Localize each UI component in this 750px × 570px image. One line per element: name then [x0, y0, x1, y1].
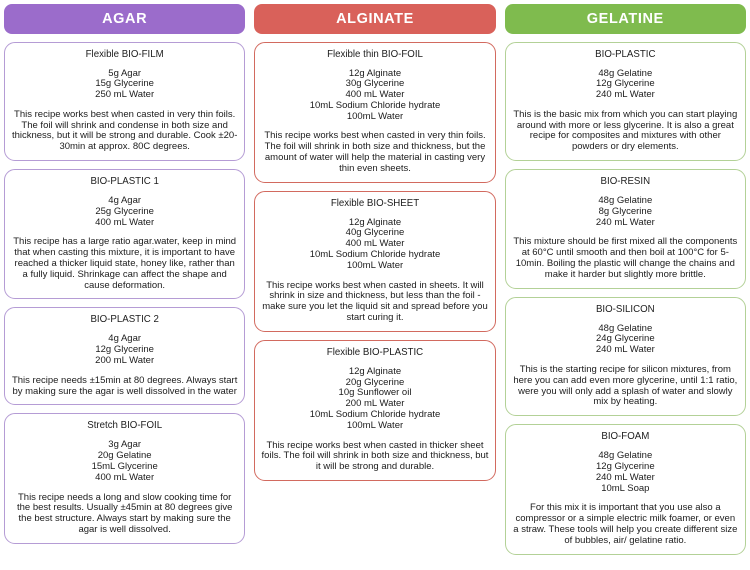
ingredient-line: 24g Glycerine: [596, 333, 655, 345]
recipe-description: For this mix it is important that you us…: [513, 502, 738, 546]
ingredient-line: 10mL Soap: [601, 482, 650, 494]
ingredient-line: 15g Glycerine: [95, 78, 154, 90]
column-title: GELATINE: [586, 11, 664, 27]
ingredient-line: 15mL Glycerine: [91, 461, 158, 473]
ingredient-line: 240 mL Water: [595, 89, 655, 101]
ingredient-line: 20g Glycerine: [345, 376, 405, 388]
column-title: ALGINATE: [336, 11, 414, 27]
recipe-description: This recipe works best when casted in ve…: [11, 108, 238, 153]
recipe-title: BIO-SILICON: [595, 303, 655, 315]
ingredient-line: 10mL Sodium Chloride hydrate: [309, 409, 441, 421]
ingredient-line: 400 mL Water: [345, 89, 405, 101]
column-header: GELATINE: [504, 4, 746, 34]
recipe-title: BIO-RESIN: [600, 176, 651, 188]
ingredient-line: 100mL Water: [346, 419, 404, 431]
ingredient-line: 10mL Sodium Chloride hydrate: [309, 99, 441, 111]
ingredient-line: 48g Gelatine: [598, 322, 653, 334]
recipe-title: Flexible BIO-SHEET: [330, 197, 420, 209]
ingredient-line: 48g Gelatine: [598, 195, 653, 207]
ingredient-line: 5g Agar: [108, 67, 142, 79]
ingredient-line: 12g Glycerine: [596, 461, 655, 473]
recipe-title: BIO-PLASTIC: [595, 48, 656, 60]
ingredient-line: 10mL Sodium Chloride hydrate: [309, 249, 441, 261]
ingredient-line: 200 mL Water: [345, 398, 405, 410]
ingredient-line: 30g Glycerine: [345, 78, 405, 90]
ingredient-line: 12g Glycerine: [596, 78, 655, 90]
recipe-title: Flexible BIO-PLASTIC: [326, 346, 424, 358]
column-header: ALGINATE: [254, 4, 496, 34]
ingredient-line: 48g Gelatine: [598, 67, 653, 79]
ingredient-line: 100mL Water: [346, 259, 404, 271]
ingredient-line: 20g Gelatine: [97, 450, 152, 462]
ingredient-line: 4g Agar: [108, 195, 142, 207]
recipe-title: BIO-PLASTIC 2: [90, 314, 159, 326]
recipe-description: This recipe works best when casted in th…: [261, 439, 489, 473]
ingredient-line: 400 mL Water: [95, 471, 155, 483]
recipe-description: This is the starting recipe for silicon …: [513, 364, 738, 408]
ingredient-line: 12g Alginate: [348, 216, 402, 228]
ingredient-line: 3g Agar: [108, 439, 142, 451]
recipe-description: This is the basic mix from which you can…: [513, 108, 738, 153]
ingredient-line: 40g Glycerine: [345, 227, 405, 239]
ingredient-line: 250 mL Water: [95, 89, 155, 101]
ingredient-line: 25g Glycerine: [95, 205, 154, 217]
ingredient-line: 4g Agar: [108, 333, 142, 345]
ingredient-line: 48g Gelatine: [598, 450, 653, 462]
recipe-column-alginate: ALGINATE Flexible thin BIO-FOIL 12g Algi…: [254, 4, 496, 482]
ingredient-line: 240 mL Water: [595, 344, 655, 356]
column-title: AGAR: [102, 11, 148, 27]
recipe-description: This recipe has a large ratio agar.water…: [13, 236, 237, 291]
ingredient-line: 400 mL Water: [345, 238, 405, 250]
ingredient-line: 12g Alginate: [348, 67, 402, 79]
ingredient-line: 12g Alginate: [348, 365, 402, 377]
ingredient-line: 12g Glycerine: [95, 344, 154, 356]
recipe-title: Stretch BIO-FOIL: [87, 420, 163, 432]
ingredient-line: 400 mL Water: [95, 216, 155, 228]
ingredient-line: 10g Sunflower oil: [338, 387, 412, 399]
recipe-description: This recipe works best when casted in sh…: [262, 279, 488, 324]
recipe-description: This recipe works best when casted in ve…: [264, 130, 486, 174]
ingredient-line: 8g Glycerine: [598, 205, 652, 217]
column-header: AGAR: [4, 4, 246, 34]
ingredient-line: 100mL Water: [346, 110, 404, 122]
recipe-description: This recipe needs ±15min at 80 degrees. …: [11, 374, 238, 397]
ingredient-line: 200 mL Water: [95, 355, 155, 367]
recipe-description: This mixture should be first mixed all t…: [513, 236, 738, 280]
recipe-title: BIO-PLASTIC 1: [90, 176, 159, 188]
ingredient-line: 240 mL Water: [595, 216, 655, 228]
recipe-title: Flexible thin BIO-FOIL: [327, 48, 423, 60]
recipe-title: Flexible BIO-FILM: [85, 48, 164, 60]
recipe-title: BIO-FOAM: [601, 431, 650, 443]
recipe-description: This recipe needs a long and slow cookin…: [16, 491, 233, 536]
ingredient-line: 240 mL Water: [595, 471, 655, 483]
